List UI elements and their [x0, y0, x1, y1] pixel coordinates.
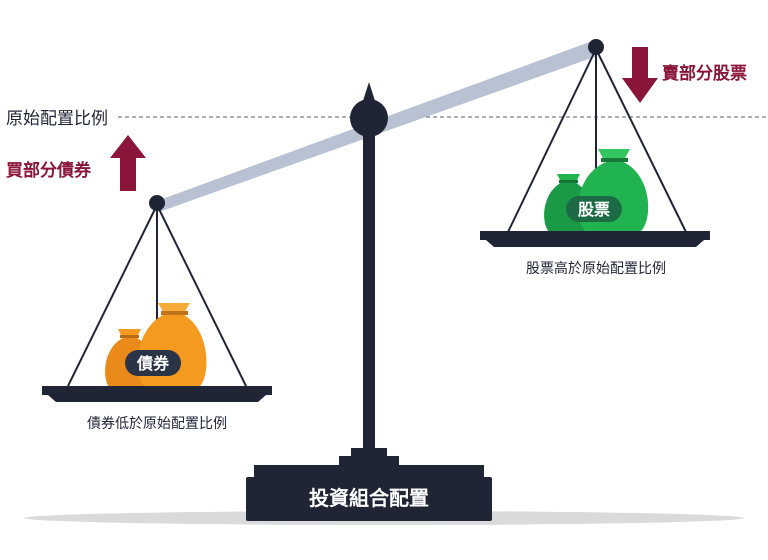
right-pan-caption: 股票高於原始配置比例 [526, 260, 666, 277]
right-hanger-knob [588, 39, 604, 55]
sell-arrow-down-icon [622, 47, 658, 103]
stock-bag-label-bg [566, 196, 622, 222]
pivot-hub [350, 99, 388, 137]
left-hanger-knob [149, 195, 165, 211]
buy-arrow-up-icon [110, 135, 146, 191]
base-label: 投資組合配置 [309, 486, 429, 510]
scale-base [246, 448, 492, 521]
stock-bag-label: 股票 [578, 200, 610, 219]
bond-bag-label: 債券 [136, 354, 170, 373]
reference-line-label: 原始配置比例 [6, 109, 108, 129]
right-action-label: 賣部分股票 [661, 63, 747, 84]
right-pan-lip [486, 240, 704, 247]
center-pillar [363, 120, 375, 450]
left-pan-plate [42, 386, 272, 395]
left-action-label: 買部分債券 [6, 160, 92, 181]
left-pan-caption: 債券低於原始配置比例 [87, 416, 227, 432]
right-pan-plate [480, 231, 710, 240]
bond-bag-label-bg [125, 350, 181, 376]
pivot-spike [362, 82, 376, 104]
left-pan-lip [48, 395, 266, 402]
